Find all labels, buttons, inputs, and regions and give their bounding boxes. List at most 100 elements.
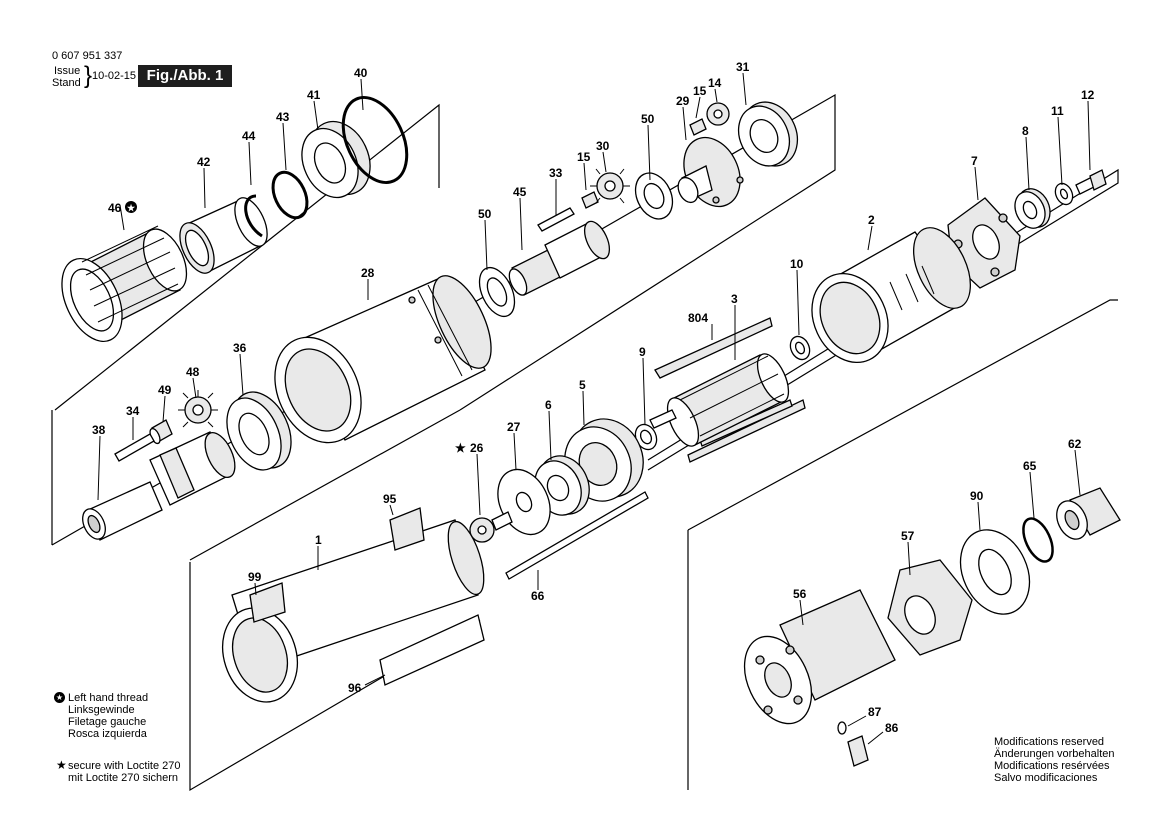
callout-5: 5	[579, 378, 586, 392]
part-10-washer	[789, 335, 811, 361]
part-46-threaded-nut	[61, 225, 188, 343]
callout-45: 45	[513, 185, 527, 199]
callout-15-a: 15	[577, 150, 591, 164]
callout-36: 36	[233, 341, 247, 355]
legend-loctite-de: mit Loctite 270 sichern	[68, 772, 179, 784]
issue-date: 10-02-15	[92, 70, 137, 82]
callout-29: 29	[676, 94, 690, 108]
callout-27: 27	[507, 420, 521, 434]
callout-15-b: 15	[693, 84, 707, 98]
part-95-label	[389, 507, 425, 551]
modifications-es: Salvo modificaciones	[994, 772, 1098, 784]
part-12-screw	[1075, 169, 1107, 195]
part-11-washer	[1054, 182, 1074, 206]
callout-44: 44	[242, 129, 256, 143]
part-43-o-ring	[271, 170, 309, 220]
part-65-o-ring	[1022, 517, 1054, 563]
modifications-en: Modifications reserved	[994, 736, 1105, 748]
part-40-o-ring	[341, 96, 409, 184]
callout-33: 33	[549, 166, 563, 180]
part-2-cylinder	[811, 227, 971, 364]
part-30-planet-gear	[590, 168, 630, 204]
callout-30: 30	[596, 139, 610, 153]
callout-46: 46	[108, 201, 122, 215]
stand-label: Stand	[52, 77, 81, 89]
callout-6: 6	[545, 398, 552, 412]
legend-loctite: ★ secure with Loctite 270 mit Loctite 27…	[56, 758, 181, 784]
callout-34: 34	[126, 404, 140, 418]
part-57-split-ring	[887, 559, 973, 656]
part-56-end-cap	[743, 589, 896, 725]
part-66-rod	[505, 491, 649, 580]
callout-38: 38	[92, 423, 106, 437]
loctite-star-26: ★	[455, 441, 466, 455]
part-15-needle-cage-a	[581, 191, 599, 209]
part-36-bearing	[226, 391, 292, 471]
callout-90: 90	[970, 489, 984, 503]
loctite-star-icon: ★	[56, 758, 67, 772]
part-6-bearing	[534, 455, 590, 516]
callout-42: 42	[197, 155, 211, 169]
modifications-notice: Modifications reserved Änderungen vorbeh…	[994, 736, 1114, 784]
left-hand-thread-symbol	[125, 201, 137, 213]
part-804-vanes	[654, 317, 806, 463]
figure-label: Fig./Abb. 1	[138, 65, 232, 87]
part-31-bearing	[737, 101, 799, 167]
part-44-circlip	[244, 194, 263, 238]
callout-96: 96	[348, 681, 362, 695]
part-33-pin	[537, 207, 575, 232]
part-26-gear	[469, 511, 513, 543]
callout-87: 87	[868, 705, 882, 719]
part-99-label	[249, 582, 286, 623]
callout-9: 9	[639, 345, 646, 359]
part-87-ring	[837, 721, 847, 735]
callout-48: 48	[186, 365, 200, 379]
callout-66: 66	[531, 589, 545, 603]
callout-7: 7	[971, 154, 978, 168]
part-90-washer	[959, 529, 1031, 615]
callout-10: 10	[790, 257, 804, 271]
callout-31: 31	[736, 60, 750, 74]
part-41-ball-bearing	[301, 120, 371, 199]
callout-95: 95	[383, 492, 397, 506]
callout-14: 14	[708, 76, 722, 90]
frame-top-left	[54, 103, 440, 411]
callout-62: 62	[1068, 437, 1082, 451]
callout-50-a: 50	[478, 207, 492, 221]
callout-26: 26	[470, 441, 484, 455]
part-28-housing	[274, 275, 492, 444]
callout-86: 86	[885, 721, 899, 735]
part-48-planet-gear	[178, 390, 218, 428]
callout-11: 11	[1051, 104, 1064, 118]
callout-12: 12	[1081, 88, 1095, 102]
part-number: 0 607 951 337	[52, 50, 123, 62]
part-38-spindle	[82, 431, 236, 541]
callout-804: 804	[688, 311, 708, 325]
part-50-shim-a	[478, 266, 516, 318]
legend-left-hand-thread: ★ Left hand thread Linksgewinde Filetage…	[54, 692, 148, 740]
callout-28: 28	[361, 266, 375, 280]
frame-bottom-right-top	[687, 299, 1118, 531]
callout-8: 8	[1022, 124, 1029, 138]
callout-43: 43	[276, 110, 290, 124]
callout-49: 49	[158, 383, 172, 397]
legend-lht-en: Left hand thread	[68, 692, 149, 704]
modifications-fr: Modifications resérvées	[994, 760, 1110, 772]
frame-middle-right	[459, 100, 836, 411]
callout-56: 56	[793, 587, 807, 601]
callout-2: 2	[868, 213, 875, 227]
legend-lht-es: Rosca izquierda	[68, 728, 147, 740]
callout-99: 99	[248, 570, 262, 584]
callout-1: 1	[315, 533, 322, 547]
leader-lines	[97, 72, 1091, 745]
callout-41: 41	[307, 88, 321, 102]
part-14-gear	[706, 102, 730, 126]
part-8-bearing	[1014, 188, 1051, 229]
part-96-label	[379, 614, 485, 686]
part-3-rotor	[649, 353, 790, 447]
callout-3: 3	[731, 292, 738, 306]
legend-lht-de: Linksgewinde	[68, 704, 135, 716]
part-42-needle-bearing	[179, 197, 268, 274]
issue-label: Issue	[54, 65, 81, 77]
